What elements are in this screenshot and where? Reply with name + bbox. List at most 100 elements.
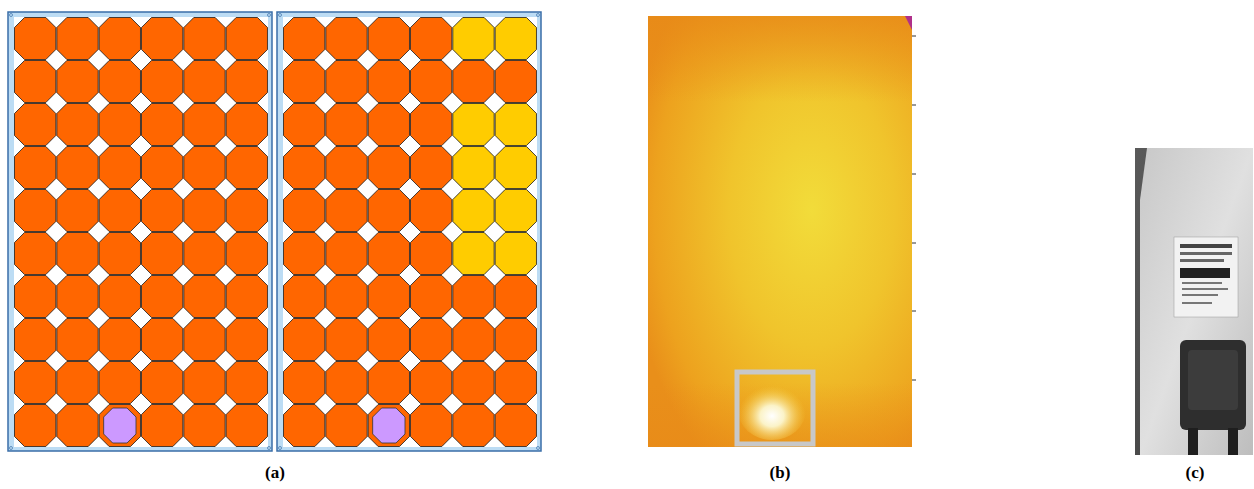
solar-cell — [15, 104, 56, 146]
solar-cell — [57, 104, 98, 146]
solar-cell — [184, 233, 225, 275]
solar-cell — [410, 362, 451, 404]
solar-cell — [410, 18, 451, 60]
solar-cell — [15, 61, 56, 103]
solar-cell — [410, 190, 451, 232]
solar-cell — [141, 147, 182, 189]
solar-cell — [184, 190, 225, 232]
solar-cell — [15, 276, 56, 318]
solar-cell — [284, 276, 325, 318]
shaded-cell — [495, 18, 536, 60]
solar-cell — [326, 61, 367, 103]
shaded-cell — [495, 104, 536, 146]
solar-cell — [284, 104, 325, 146]
solar-cell — [495, 276, 536, 318]
cell-gaps — [14, 17, 268, 447]
solar-cell — [226, 362, 267, 404]
solar-cell — [495, 319, 536, 361]
solar-cell — [184, 405, 225, 447]
solar-cell — [226, 18, 267, 60]
solar-cell — [495, 362, 536, 404]
frame-screw — [279, 14, 282, 17]
solar-cell — [141, 276, 182, 318]
solar-cell — [410, 233, 451, 275]
solar-cell — [57, 319, 98, 361]
frame-screw — [279, 447, 282, 450]
solar-cell — [57, 362, 98, 404]
solar-cell — [453, 405, 494, 447]
solar-cell — [57, 190, 98, 232]
solar-cell — [368, 190, 409, 232]
solar-cell — [141, 104, 182, 146]
solar-cell — [226, 319, 267, 361]
solar-cell — [284, 190, 325, 232]
solar-cell — [15, 18, 56, 60]
module-frame — [277, 12, 541, 451]
shaded-cell — [453, 190, 494, 232]
solar-cell — [99, 104, 140, 146]
solar-cell — [184, 276, 225, 318]
solar-cell — [15, 319, 56, 361]
panel-label: (c) — [1186, 463, 1205, 483]
solar-cell — [368, 61, 409, 103]
solar-cell — [284, 147, 325, 189]
solar-cell — [184, 18, 225, 60]
faulty-cell — [104, 408, 136, 443]
solar-cell — [410, 104, 451, 146]
solar-cell — [326, 104, 367, 146]
solar-cell — [368, 18, 409, 60]
shaded-cell — [453, 18, 494, 60]
shaded-cell — [453, 147, 494, 189]
solar-cell — [284, 362, 325, 404]
solar-cell — [226, 104, 267, 146]
solar-cell — [57, 147, 98, 189]
solar-cell — [226, 61, 267, 103]
solar-cell — [57, 233, 98, 275]
solar-cell — [284, 319, 325, 361]
solar-cell — [326, 405, 367, 447]
solar-cell — [326, 362, 367, 404]
solar-cell — [99, 276, 140, 318]
solar-cell — [326, 18, 367, 60]
solar-cell — [184, 319, 225, 361]
solar-cell — [410, 276, 451, 318]
solar-cell — [226, 233, 267, 275]
solar-cell — [15, 233, 56, 275]
solar-cell — [410, 61, 451, 103]
frame-screw — [268, 447, 271, 450]
solar-cell — [141, 61, 182, 103]
shaded-cell — [453, 104, 494, 146]
frame-screw — [10, 14, 13, 17]
panel-label: (b) — [770, 463, 791, 483]
solar-cell — [141, 405, 182, 447]
shaded-cell — [453, 233, 494, 275]
solar-cell — [99, 319, 140, 361]
solar-cell — [284, 233, 325, 275]
solar-cell — [99, 190, 140, 232]
solar-cell — [184, 61, 225, 103]
frame-screw — [537, 447, 540, 450]
faulty-cell — [373, 408, 405, 443]
solar-cell — [368, 104, 409, 146]
solar-cell — [368, 147, 409, 189]
solar-cell — [141, 233, 182, 275]
thermal-image — [648, 16, 916, 447]
shaded-cell — [495, 147, 536, 189]
solar-cell — [410, 319, 451, 361]
solar-cell — [141, 190, 182, 232]
shaded-cell — [495, 233, 536, 275]
cell-gaps — [283, 17, 537, 447]
solar-cell — [368, 319, 409, 361]
solar-cell — [15, 190, 56, 232]
solar-cell — [184, 362, 225, 404]
solar-cell — [226, 147, 267, 189]
frame-screw — [10, 447, 13, 450]
solar-cell — [326, 233, 367, 275]
solar-cell — [495, 61, 536, 103]
solar-cell — [15, 405, 56, 447]
solar-cell — [57, 61, 98, 103]
solar-cell — [410, 147, 451, 189]
solar-cell — [99, 147, 140, 189]
solar-cell — [57, 405, 98, 447]
